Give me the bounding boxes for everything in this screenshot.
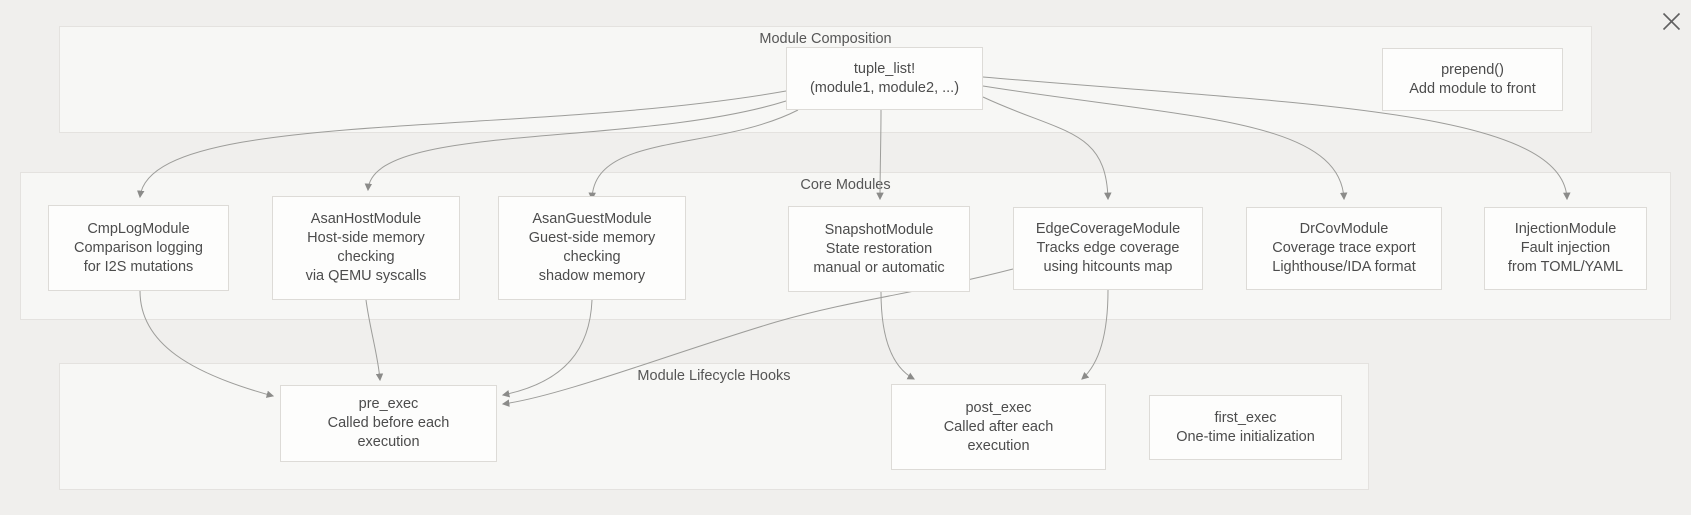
close-button[interactable] xyxy=(1652,2,1690,40)
node-post-exec: post_exec Called after each execution xyxy=(891,384,1106,470)
node-pre-exec: pre_exec Called before each execution xyxy=(280,385,497,462)
node-asan-host-module: AsanHostModule Host-side memory checking… xyxy=(272,196,460,300)
node-first-exec: first_exec One-time initialization xyxy=(1149,395,1342,460)
node-tuple-list: tuple_list! (module1, module2, ...) xyxy=(786,47,983,110)
node-prepend: prepend() Add module to front xyxy=(1382,48,1563,111)
node-injection-module: InjectionModule Fault injection from TOM… xyxy=(1484,207,1647,290)
node-edge-coverage-module: EdgeCoverageModule Tracks edge coverage … xyxy=(1013,207,1203,290)
node-asan-guest-module: AsanGuestModule Guest-side memory checki… xyxy=(498,196,686,300)
node-drcov-module: DrCovModule Coverage trace export Lighth… xyxy=(1246,207,1442,290)
section-title-module-lifecycle-hooks: Module Lifecycle Hooks xyxy=(637,368,791,384)
section-title-core-modules: Core Modules xyxy=(800,177,891,193)
node-cmplog-module: CmpLogModule Comparison logging for I2S … xyxy=(48,205,229,291)
close-icon xyxy=(1662,12,1680,30)
node-snapshot-module: SnapshotModule State restoration manual … xyxy=(788,206,970,292)
section-title-module-composition: Module Composition xyxy=(759,31,892,47)
